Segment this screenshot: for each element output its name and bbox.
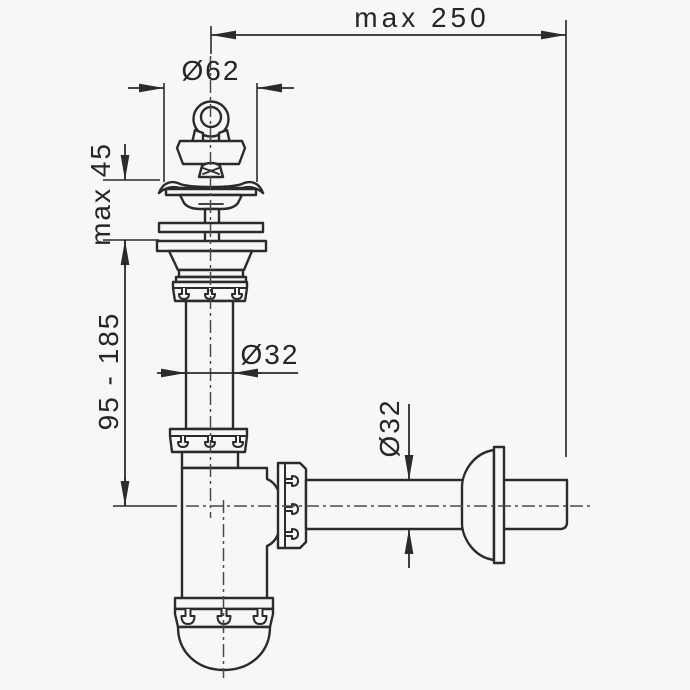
wall-flange <box>460 445 506 565</box>
wall-flange-dome <box>460 448 496 562</box>
dim-label-d32-inlet: Ø32 <box>241 339 300 370</box>
trap-body <box>180 466 284 603</box>
dim-inlet-pipe-diameter: Ø32 <box>157 339 300 378</box>
dim-label-95-185: 95 - 185 <box>93 312 124 431</box>
dim-inlet-height-range: 95 - 185 <box>93 240 177 507</box>
dim-label-d62: Ø62 <box>182 55 241 86</box>
outlet-pipe <box>304 478 569 531</box>
inlet-pipe <box>184 299 235 431</box>
drain-strainer <box>155 180 268 253</box>
drain-plug <box>175 100 247 166</box>
dim-plug-diameter: Ø62 <box>128 55 294 182</box>
dim-label-max-250: max 250 <box>354 2 489 33</box>
wall-flange-plate <box>492 445 506 565</box>
dim-max-wall-distance: max 250 <box>210 2 567 457</box>
tailpiece-flange <box>155 239 268 253</box>
dim-outlet-pipe-diameter: Ø32 <box>374 399 414 568</box>
dim-label-max-45: max 45 <box>85 142 116 246</box>
dim-max-mount-height: max 45 <box>85 142 160 268</box>
trap-inlet-nut <box>168 427 249 454</box>
centerlines <box>186 56 591 678</box>
dim-label-d32-outlet: Ø32 <box>374 399 405 458</box>
